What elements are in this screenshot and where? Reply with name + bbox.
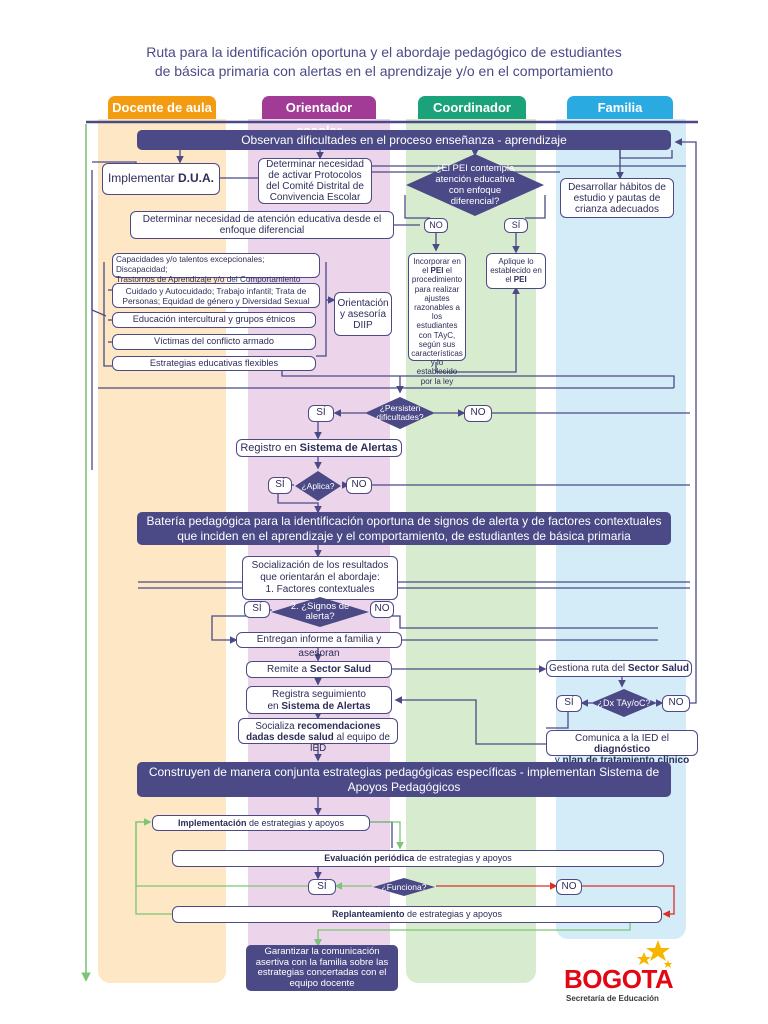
step-incorporar-pei: Incorporar en el PEI el procedimiento pa… <box>408 253 466 386</box>
registro-text: Registro en <box>240 442 300 454</box>
aplique-text-pei: PEI <box>513 275 527 285</box>
implementacion-bold-text: Implementación <box>177 818 247 828</box>
dua-text: D.U.A. <box>178 171 215 186</box>
registra-text-b: en <box>267 700 282 712</box>
socializa-text-b: recomendaciones dadas desde salud <box>246 721 381 743</box>
label-si-signos: SÍ <box>244 601 270 618</box>
step-desarrollar-habitos: Desarrollar hábitos de estudio y pautas … <box>560 178 674 218</box>
step-implementacion: Implementación de estrategias y apoyos <box>152 815 370 831</box>
label-no-funciona: NO <box>556 879 582 895</box>
decision-signos-alerta: 2. ¿Signos de alerta? <box>270 596 370 628</box>
step-replanteamiento: Replanteamiento de estrategias y apoyos <box>172 906 662 923</box>
step-registra-seguimiento: Registra seguimiento en Sistema de Alert… <box>246 686 392 714</box>
step-evaluacion-periodica: Evaluación periódica de estrategias y ap… <box>172 850 664 867</box>
gestiona-sector-text: Sector Salud <box>627 663 690 674</box>
decision-dx: ¿Dx TAy/oC? <box>590 688 658 718</box>
title-line-2: de básica primaria con alertas en el apr… <box>154 63 614 79</box>
step-socializacion-resultados: Socialización de los resultados que orie… <box>242 556 398 600</box>
title-line-1: Ruta para la identificación oportuna y e… <box>146 44 622 60</box>
replanteamiento-rest-text: de estrategias y apoyos <box>404 909 503 919</box>
lane-header-docente: Docente de aula <box>108 96 216 119</box>
decision-funciona: ¿Funciona? <box>372 877 436 897</box>
step-victimas-conflicto: Víctimas del conflicto armado <box>112 334 316 350</box>
incorporar-text-pei: PEI <box>430 266 444 276</box>
step-entregan-informe: Entregan informe a familia y asesoran <box>236 632 402 659</box>
decision-persisten-label: ¿Persisten dificultades? <box>376 402 424 422</box>
comunica-diagnostico-text: diagnóstico <box>593 744 651 755</box>
step-socializa-recomendaciones: Socializa recomendaciones dadas desde sa… <box>238 718 398 754</box>
socializa-text-a: Socializa <box>255 721 298 732</box>
label-si-aplica: SÍ <box>268 477 292 494</box>
lane-header-coordinador: Coordinador <box>418 96 526 119</box>
step-gestiona-ruta: Gestiona ruta del Sector Salud <box>546 660 692 677</box>
label-no-persisten: NO <box>464 405 492 422</box>
label-no-aplica: NO <box>346 477 372 494</box>
registro-sistema-text: Sistema de Alertas <box>299 442 398 454</box>
registra-sistema-text: Sistema de Alertas <box>281 700 371 712</box>
logo-wordmark: BOGOTA <box>564 964 674 994</box>
step-implementar-dua: Implementar D.U.A. <box>102 163 220 195</box>
decision-persisten: ¿Persisten dificultades? <box>364 396 436 430</box>
step-construyen-estrategias: Construyen de manera conjunta estrategia… <box>137 762 671 797</box>
step-observan-dificultades: Observan dificultades en el proceso ense… <box>137 130 671 150</box>
aplique-text-a: Aplique lo establecido en el <box>490 257 542 285</box>
star-icon <box>637 940 672 968</box>
label-si-pei: SÍ <box>504 218 528 233</box>
step-capacidades-trastornos: Capacidades y/o talentos excepcionales; … <box>112 253 320 284</box>
label-si-dx: SÍ <box>556 695 582 712</box>
factores-contextuales-text: 1. Factores contextuales <box>265 584 375 595</box>
label-no-pei: NO <box>424 218 448 233</box>
decision-pei: ¿El PEI contempla atención educativa con… <box>404 152 546 218</box>
step-orientacion-asesoria: Orientación y asesoría DIIP <box>334 292 392 336</box>
step-estrategias-flexibles: Estrategias educativas flexibles <box>112 356 316 371</box>
implementacion-rest-text: de estrategias y apoyos <box>246 818 345 828</box>
gestiona-text: Gestiona ruta del <box>548 663 628 674</box>
evaluacion-bold-text: Evaluación periódica <box>324 853 415 863</box>
socializacion-text: Socialización de los resultados que orie… <box>251 560 389 583</box>
lane-header-familia: Familia <box>567 96 673 119</box>
capacidades-text: Capacidades y/o talentos excepcionales; … <box>116 255 265 274</box>
incorporar-text-a: Incorporar en el <box>413 257 461 276</box>
comunica-text-c: y <box>554 755 563 766</box>
socializa-text-c: al equipo de IED <box>309 732 390 754</box>
incorporar-text-c: el procedimiento para realizar ajustes r… <box>411 266 463 386</box>
decision-aplica-label: ¿Aplica? <box>301 480 335 491</box>
step-garantizar-comunicacion: Garantizar la comunicación asertiva con … <box>246 945 398 991</box>
logo-subtitle: Secretaría de Educación <box>566 994 659 1003</box>
implementar-text: Implementar <box>107 171 175 186</box>
remite-text: Remite a <box>267 664 310 675</box>
decision-pei-label: ¿El PEI contempla atención educativa con… <box>435 163 515 207</box>
registra-text-a: Registra seguimiento <box>272 689 366 700</box>
comunica-plan-text: plan de tratamiento clínico <box>562 755 690 766</box>
step-educacion-intercultural: Educación intercultural y grupos étnicos <box>112 312 316 328</box>
replanteamiento-bold-text: Replanteamiento <box>331 909 405 919</box>
label-no-signos: NO <box>370 601 394 618</box>
step-cuidado-autocuidado: Cuidado y Autocuidado; Trabajo infantil;… <box>112 283 320 308</box>
label-si-funciona: SÍ <box>308 879 336 895</box>
step-aplique-pei: Aplique lo establecido en el PEI <box>486 253 546 289</box>
trastornos-text: Trastornos de Aprendizaje y/o del Compor… <box>116 275 301 284</box>
step-bateria-pedagogica: Batería pedagógica para la identificació… <box>137 512 671 545</box>
bogota-logo: BOGOTA Secretaría de Educación <box>560 938 680 1008</box>
step-remite-sector-salud: Remite a Sector Salud <box>246 661 392 678</box>
comunica-text-a: Comunica a la IED el <box>575 733 669 744</box>
decision-funciona-label: ¿Funciona? <box>381 881 427 892</box>
step-comunica-diagnostico: Comunica a la IED el diagnóstico y plan … <box>546 730 698 766</box>
remite-sector-text: Sector Salud <box>309 664 371 675</box>
decision-signos-label: 2. ¿Signos de alerta? <box>290 601 350 622</box>
evaluacion-rest-text: de estrategias y apoyos <box>414 853 512 863</box>
label-si-persisten: SÍ <box>308 405 334 422</box>
decision-aplica: ¿Aplica? <box>294 470 342 502</box>
label-no-dx: NO <box>662 695 690 712</box>
step-determinar-protocolos: Determinar necesidad de activar Protocol… <box>258 158 372 204</box>
step-registro-sistema-alertas: Registro en Sistema de Alertas <box>236 439 402 457</box>
step-determinar-atencion: Determinar necesidad de atención educati… <box>130 211 394 239</box>
decision-dx-label: ¿Dx TAy/oC? <box>597 697 651 708</box>
